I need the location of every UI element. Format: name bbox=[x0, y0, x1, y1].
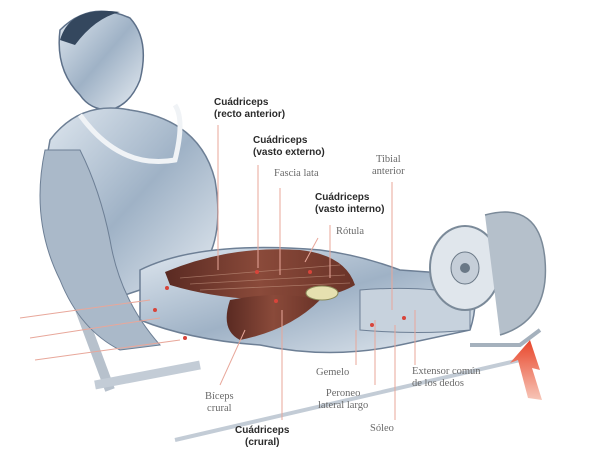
label-gemelo: Gemelo bbox=[316, 367, 350, 378]
force-arrow-icon bbox=[510, 340, 542, 400]
label-rotula: Rótula bbox=[336, 226, 364, 237]
label-recto-anterior: Cuádriceps(recto anterior) bbox=[214, 97, 286, 120]
weight-plate bbox=[429, 211, 547, 336]
label-cuadriceps-crural: Cuádriceps(crural) bbox=[235, 425, 290, 448]
label-vasto-interno: Cuádriceps(vasto interno) bbox=[315, 192, 385, 215]
athlete-leg bbox=[139, 246, 476, 354]
label-vasto-externo: Cuádriceps(vasto externo) bbox=[253, 135, 325, 158]
leader-lines bbox=[19, 125, 416, 420]
athlete-upper-body bbox=[39, 10, 219, 351]
muscle-markers bbox=[153, 270, 406, 340]
label-soleo: Sóleo bbox=[370, 423, 394, 434]
label-fascia-lata: Fascia lata bbox=[274, 168, 319, 179]
